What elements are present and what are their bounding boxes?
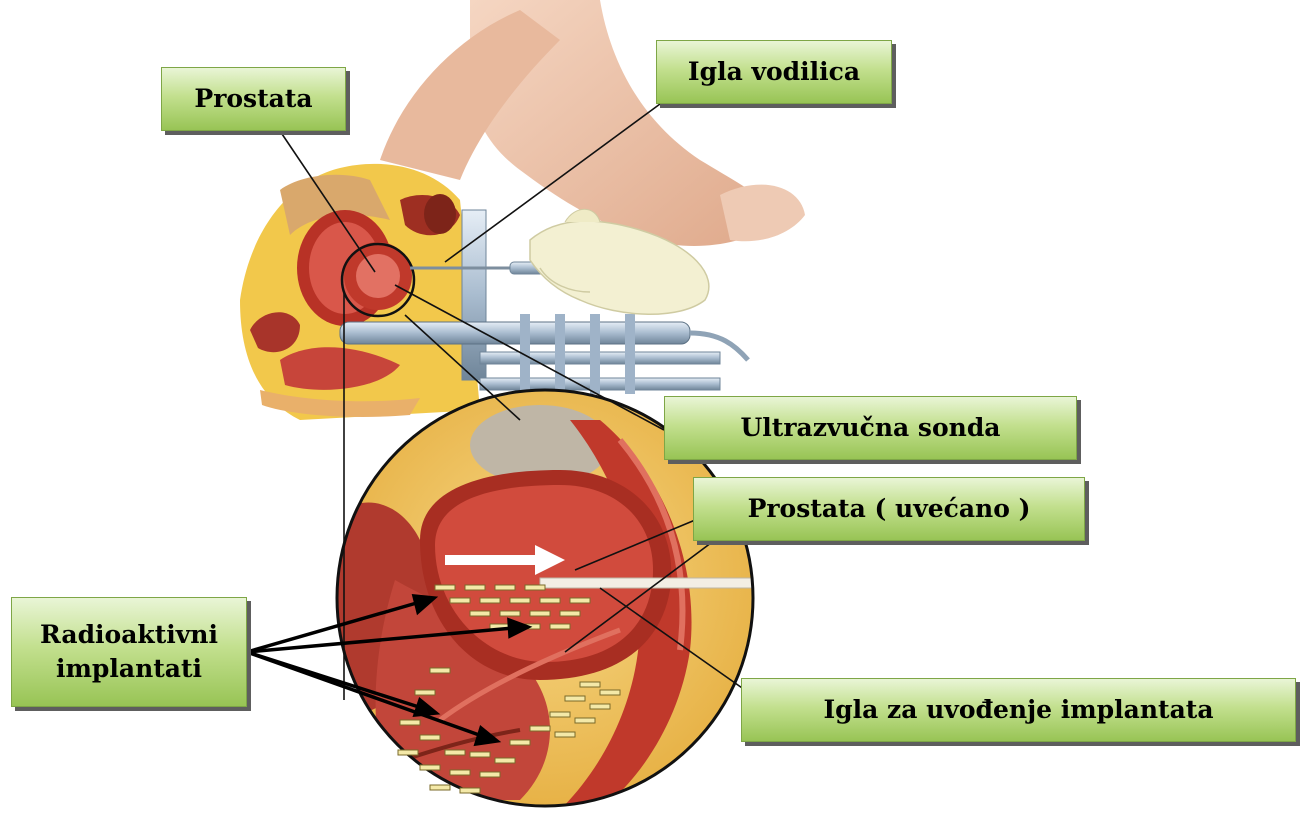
label-prostata-text: Prostata	[194, 82, 312, 116]
label-prostate-enlarged: Prostata ( uvećano )	[693, 477, 1085, 541]
label-prostate-enlarged-text: Prostata ( uvećano )	[748, 492, 1031, 526]
label-radioactive-implants-line2: implantati	[56, 652, 202, 686]
label-ultrasound-probe: Ultrazvučna sonda	[664, 396, 1077, 460]
pelvis-cross-section	[240, 164, 480, 420]
label-radioactive-implants-line1: Radioaktivni	[40, 618, 218, 652]
label-ultrasound-probe-text: Ultrazvučna sonda	[740, 411, 1000, 445]
label-implant-insertion-needle: Igla za uvođenje implantata	[741, 678, 1296, 742]
label-radioactive-implants: Radioaktivni implantati	[11, 597, 247, 707]
label-guide-needle: Igla vodilica	[656, 40, 892, 104]
label-prostata: Prostata	[161, 67, 346, 131]
label-guide-needle-text: Igla vodilica	[688, 55, 860, 89]
label-implant-insertion-needle-text: Igla za uvođenje implantata	[823, 693, 1213, 727]
